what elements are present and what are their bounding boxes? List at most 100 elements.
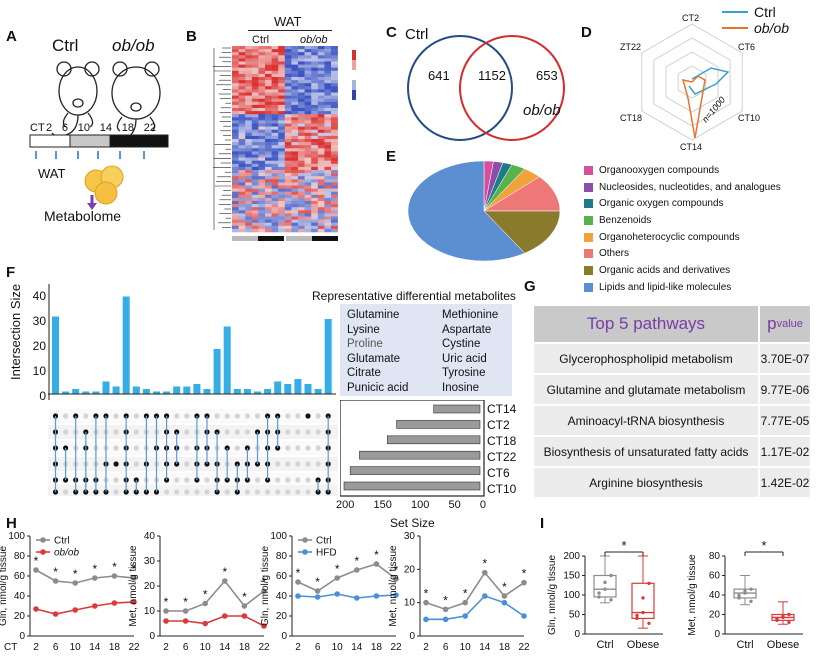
- matrix-dot: [174, 489, 180, 495]
- heatmap-cell: [304, 170, 312, 174]
- heatmap-cell: [251, 46, 259, 50]
- heatmap-cell: [291, 219, 299, 223]
- heatmap-cell: [278, 176, 286, 180]
- heatmap-cell: [331, 216, 338, 220]
- heatmap-cell: [245, 89, 253, 93]
- heatmap-cell: [245, 173, 253, 177]
- wat-label: WAT: [38, 166, 66, 181]
- heatmap-cell: [232, 188, 239, 192]
- matrix-dot: [164, 413, 170, 419]
- matrix-dot: [224, 489, 230, 495]
- heatmap-cell: [311, 55, 319, 59]
- matrix-dot: [113, 445, 119, 451]
- heatmap-cell: [298, 163, 305, 168]
- heatmap-cell: [271, 185, 279, 189]
- heatmap-cell: [324, 179, 332, 183]
- legend-marker-icon: [302, 549, 308, 555]
- heatmap-cell: [324, 216, 332, 220]
- heatmap-cell: [291, 89, 299, 93]
- heatmap-cell: [324, 170, 332, 174]
- ct-tick: 18: [121, 122, 134, 134]
- heatmap-cell: [251, 194, 259, 199]
- heatmap-cell: [251, 123, 259, 127]
- heatmap-cell: [331, 204, 338, 208]
- heatmap-cell: [278, 98, 286, 103]
- heatmap-cell: [258, 201, 266, 205]
- series-line: [297, 563, 397, 592]
- heatmap-cell: [278, 188, 286, 192]
- pathway-pvalue: 1.17E-02: [760, 444, 810, 459]
- significance-marker: *: [335, 562, 340, 576]
- heatmap-cell: [298, 185, 305, 189]
- heatmap-cell: [232, 77, 239, 81]
- legend-label: Ctrl: [316, 536, 332, 547]
- heatmap-cell: [304, 151, 312, 155]
- heatmap-cell: [245, 52, 253, 56]
- heatmap-cell: [311, 225, 319, 230]
- heatmap-cell: [311, 197, 319, 202]
- heatmap-cell: [298, 70, 305, 75]
- heatmap-cell: [265, 108, 272, 112]
- heatmap-cell: [317, 142, 325, 146]
- heatmap-cell: [238, 111, 246, 115]
- heatmap-cell: [324, 92, 332, 96]
- heatmap-cell: [317, 111, 325, 115]
- heatmap-cell: [331, 185, 338, 189]
- heatmap-cell: [265, 173, 272, 177]
- significance-marker: *: [354, 554, 359, 568]
- significance-marker: *: [482, 557, 487, 571]
- matrix-dot: [315, 477, 321, 483]
- x-tick-label: 14: [351, 642, 363, 653]
- heatmap-cell: [258, 210, 266, 214]
- x-category-label: Obese: [627, 639, 659, 651]
- heatmap-cell: [284, 108, 292, 112]
- significance-marker: *: [34, 554, 39, 568]
- heatmap-cell: [278, 145, 286, 149]
- pie-legend-item: Lipids and lipid-like molecules: [584, 280, 781, 297]
- heatmap-cell: [317, 108, 325, 112]
- set-size-bar: [396, 420, 481, 429]
- heatmap-cell: [278, 67, 286, 72]
- significance-marker: *: [424, 587, 429, 601]
- heatmap-cell: [232, 98, 239, 103]
- heatmap-cell: [245, 92, 253, 96]
- heatmap-cell: [284, 142, 292, 146]
- upset-ytick: 10: [32, 364, 46, 378]
- heatmap-cell: [278, 114, 286, 118]
- heatmap-cell: [251, 173, 259, 177]
- series-point: [72, 607, 78, 613]
- heatmap-cell: [245, 151, 253, 155]
- pie-legend-label: Others: [599, 248, 630, 260]
- heatmap-cell: [331, 207, 338, 211]
- heatmap-cell: [278, 142, 286, 146]
- heatmap-cell: [291, 157, 299, 161]
- heatmap-cell: [304, 67, 312, 72]
- heatmap-cell: [317, 228, 325, 233]
- heatmap-cell: [304, 225, 312, 230]
- heatmap-cell: [238, 132, 246, 137]
- heatmap-cell: [311, 145, 319, 149]
- heatmap-cell: [271, 52, 279, 56]
- y-axis-label: Met, nmol/g tissue: [388, 545, 399, 627]
- heatmap-cell: [324, 201, 332, 205]
- heatmap-cell: [265, 80, 272, 84]
- heatmap-cell: [291, 104, 299, 109]
- heatmap-cell: [331, 55, 338, 59]
- heatmap-cell: [324, 154, 332, 158]
- heatmap-cell: [311, 173, 319, 177]
- upset-ytick: 40: [32, 289, 46, 303]
- heatmap-cell: [258, 117, 266, 121]
- matrix-dot: [234, 461, 240, 467]
- upset-ytick: 30: [32, 314, 46, 328]
- heatmap-cell: [251, 185, 259, 189]
- heatmap-cell: [245, 120, 253, 124]
- radar-axis-label: CT6: [738, 42, 756, 52]
- heatmap-cell: [317, 135, 325, 140]
- heatmap-cell: [232, 89, 239, 93]
- x-tick-label: 10: [332, 642, 344, 653]
- series-point: [111, 573, 118, 579]
- radar-series-ctrl: [688, 67, 730, 95]
- heatmap-cell: [331, 135, 338, 140]
